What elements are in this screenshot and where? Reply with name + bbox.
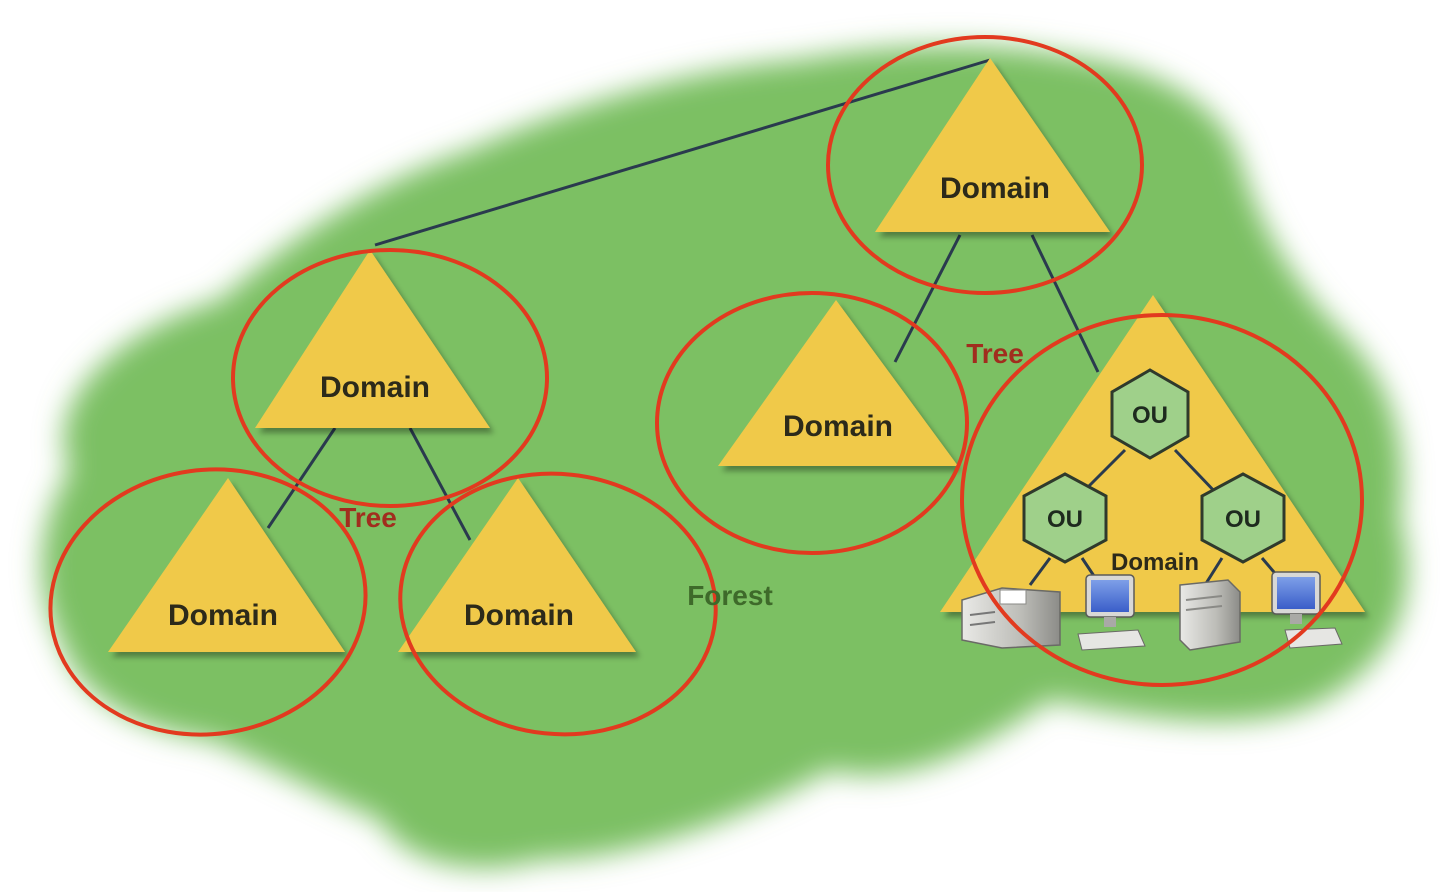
forest-label: Forest (687, 580, 773, 611)
ring-left-parent-domain (231, 248, 549, 508)
highlight-rings (48, 35, 1364, 737)
domain-middle (718, 300, 958, 466)
connector-left-b (408, 427, 472, 541)
connector-root-right (1030, 234, 1100, 373)
ou-structure (1022, 368, 1287, 586)
ring-bottom-middle-domain (398, 471, 718, 737)
connector-root-mid (893, 234, 962, 363)
monitor-icon (1077, 574, 1146, 651)
ring-middle-domain (655, 291, 969, 555)
labels: Domain Domain Domain Domain Domain Domai… (168, 172, 1261, 632)
domain-left-parent (255, 250, 490, 428)
connectors (266, 58, 1100, 541)
ou-label-top: OU (1132, 402, 1168, 429)
domain-root (875, 58, 1110, 232)
ou-link-device-3 (1203, 557, 1224, 586)
server-icon (1179, 579, 1241, 651)
ring-ou-domain (960, 313, 1364, 687)
devices (961, 571, 1343, 651)
ou-link-device-1 (1028, 557, 1052, 586)
domain-bottom-left (108, 478, 345, 652)
server-icon (961, 587, 1061, 649)
monitor-icon (1271, 571, 1343, 649)
domain-label-middle: Domain (783, 410, 893, 443)
domain-label-ou-container: Domain (1111, 549, 1199, 576)
connector-left-a (266, 427, 337, 529)
ou-hexagon-top (1110, 368, 1190, 460)
ring-bottom-left-domain (48, 467, 368, 737)
ou-label-right: OU (1225, 506, 1261, 533)
ou-hexagon-right (1200, 472, 1286, 564)
domain-label-bottom-middle: Domain (464, 599, 574, 632)
tree-label-right: Tree (966, 338, 1024, 369)
domain-label-left-parent: Domain (320, 371, 430, 404)
ou-hexagon-left (1022, 472, 1108, 564)
domain-label-bottom-left: Domain (168, 599, 278, 632)
connector-root-left (374, 58, 991, 247)
domain-bottom-middle (398, 478, 636, 652)
ou-link-right (1173, 448, 1220, 497)
domain-label-root: Domain (940, 172, 1050, 205)
tree-label-left: Tree (339, 502, 397, 533)
ou-label-left: OU (1047, 506, 1083, 533)
ring-root-domain (826, 35, 1144, 295)
